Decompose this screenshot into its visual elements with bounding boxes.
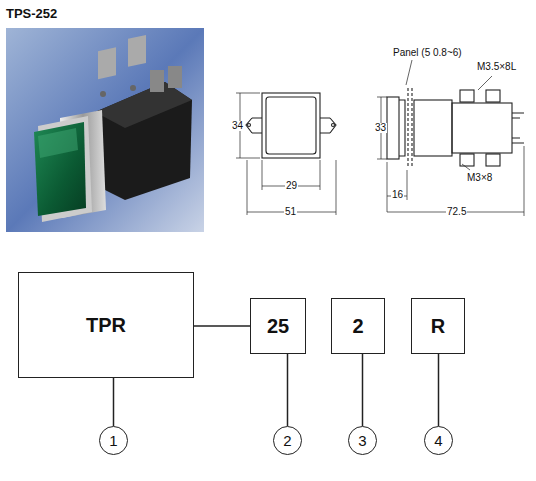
code-box: R (411, 298, 465, 354)
dimension-label: 29 (285, 181, 298, 191)
callout-number: 1 (109, 432, 117, 449)
dimension-label: 33 (374, 123, 387, 133)
title: TPS-252 (6, 6, 57, 21)
callout-circle: 3 (348, 426, 377, 455)
leader-line (113, 378, 115, 426)
callout-circle: 1 (99, 426, 128, 455)
code-box: 2 (331, 298, 385, 354)
product-photo (6, 28, 204, 232)
callout-number: 2 (283, 432, 291, 449)
callout-circle: 2 (273, 426, 302, 455)
dimension-label: 51 (284, 207, 297, 217)
code-segment: TPR (86, 314, 126, 337)
front-view (236, 93, 336, 215)
dimension-label: 16 (391, 190, 404, 200)
note-label: Panel (5 0.8~6) (392, 48, 463, 58)
callout-number: 4 (434, 432, 442, 449)
note-label: M3.5×8L (476, 62, 517, 72)
code-segment: R (431, 315, 445, 338)
side-view (377, 60, 524, 216)
leader-line (362, 354, 364, 426)
code-box: 25 (250, 298, 306, 354)
leader-line (438, 354, 440, 426)
dimension-label: 72.5 (446, 207, 467, 217)
code-segment: 25 (267, 315, 289, 338)
code-segment: 2 (352, 315, 363, 338)
dimension-label: 34 (231, 121, 244, 131)
callout-number: 3 (358, 432, 366, 449)
leader-line (287, 354, 289, 426)
code-box: TPR (18, 272, 194, 378)
callout-circle: 4 (424, 426, 453, 455)
leader-line (194, 325, 250, 327)
note-label: M3×8 (466, 173, 493, 183)
